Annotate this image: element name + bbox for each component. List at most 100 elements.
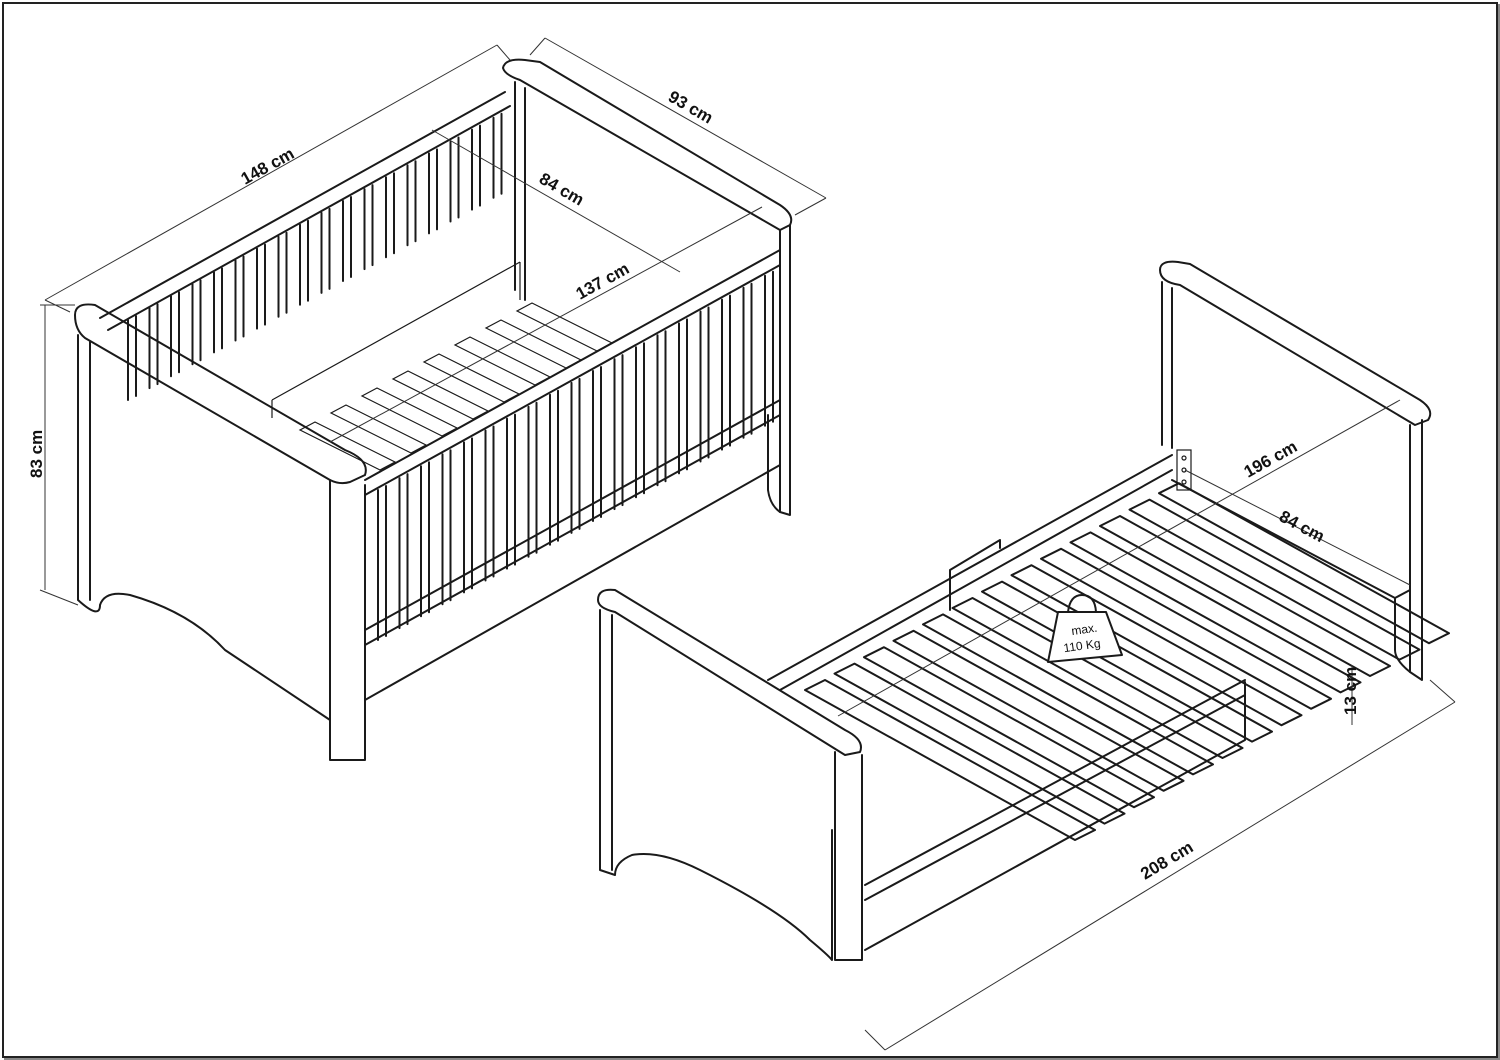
bed-drawer-height-label: 13 cm (1341, 667, 1360, 715)
bed-head-top (1159, 260, 1432, 426)
crib-right-leg (767, 414, 781, 513)
dim-line-crib-depth (529, 37, 827, 216)
bed-side-rail (864, 679, 1246, 951)
bed-length-label: 208 cm (1137, 837, 1196, 883)
crib-mattress-base-slats (298, 302, 614, 471)
dimension-lines (39, 37, 1456, 1051)
bed-slat (863, 646, 1155, 809)
crib-front-slat (549, 389, 559, 546)
crib-back-slat (191, 279, 202, 366)
crib-base-slat (453, 336, 552, 386)
bed-drawing: max. 110 Kg (597, 260, 1450, 961)
bed-slat (1010, 564, 1303, 727)
bed-slats (804, 482, 1450, 841)
crib-back-slat (234, 255, 245, 342)
dim-line-crib-inner-width (431, 129, 681, 273)
bed-slat (1158, 482, 1450, 645)
dim-line-crib-inner-length (329, 206, 763, 443)
bed-slat (1040, 547, 1332, 710)
crib-inner-length-label: 137 cm (573, 259, 633, 304)
bed-back-rail (767, 454, 1411, 691)
crib-drawing (74, 58, 793, 761)
crib-front-slat (441, 449, 452, 606)
crib-back-slat (277, 231, 288, 318)
crib-back-slat (127, 315, 137, 401)
crib-front-slat (635, 342, 645, 499)
crib-back-slats (127, 112, 503, 401)
crib-length-label: 148 cm (238, 144, 298, 189)
crib-base-slat (515, 302, 614, 352)
crib-front-slat (377, 485, 387, 641)
bed-drawer-front (949, 539, 1001, 611)
crib-back-slat (256, 243, 266, 330)
crib-back-slat (428, 148, 438, 235)
crib-front-slat (764, 270, 774, 427)
crib-back-slat (363, 184, 374, 271)
crib-front-slat (506, 413, 516, 570)
dim-line-crib-height (39, 304, 79, 606)
crib-base-frame (271, 261, 521, 418)
bed-slat (922, 613, 1214, 776)
crib-base-slat (391, 370, 490, 420)
crib-left-end-panel (77, 334, 366, 761)
crib-front-slats (377, 270, 774, 641)
dim-line-crib-length (44, 44, 511, 313)
dimension-labels: 148 cm 93 cm 84 cm 137 cm 83 cm 196 cm 8… (27, 87, 1360, 883)
crib-back-slat (148, 303, 159, 390)
crib-height-label: 83 cm (27, 430, 46, 478)
crib-inner-width-label: 84 cm (536, 169, 587, 210)
crib-front-slat (463, 437, 473, 594)
crib-back-top-rail (99, 91, 511, 331)
dim-line-bed-length (864, 679, 1456, 1051)
crib-back-slat (492, 112, 503, 199)
crib-back-slat (385, 172, 395, 259)
max-load-line1: max. (1070, 621, 1098, 638)
crib-back-slat (299, 219, 309, 306)
crib-front-slat (656, 330, 667, 487)
crib-back-slat (342, 196, 352, 282)
crib-front-slat (527, 401, 538, 558)
bed-head-fitting (1176, 449, 1192, 491)
bed-slat (951, 597, 1244, 759)
crib-right-end-top (502, 58, 793, 231)
crib-back-slat (471, 124, 481, 211)
bed-foot-top (597, 588, 862, 756)
crib-front-slat (420, 461, 430, 618)
crib-front-slat (678, 318, 688, 475)
bed-slat (1069, 531, 1362, 694)
bed-inner-length-label: 196 cm (1241, 437, 1301, 482)
crib-front-slat (699, 306, 710, 463)
crib-front-slat (742, 282, 753, 439)
bed-slat (981, 580, 1273, 743)
crib-front-slat (398, 473, 409, 630)
bed-slat (1128, 498, 1421, 661)
bed-slat (804, 679, 1096, 841)
crib-front-slat (484, 425, 495, 582)
bed-slat (892, 629, 1185, 792)
crib-base-slat (360, 387, 459, 437)
crib-back-slat (213, 267, 223, 354)
crib-front-slat (592, 366, 602, 522)
crib-front-slat (721, 294, 731, 451)
crib-back-slat (449, 136, 460, 223)
crib-back-slat (406, 160, 417, 247)
dim-line-bed-inner-width (1184, 469, 1411, 586)
crib-left-end-top (74, 303, 367, 485)
crib-base-slat (329, 404, 428, 454)
crib-base-slat (422, 353, 521, 403)
crib-front-slat (570, 377, 581, 534)
crib-base-slat (298, 421, 397, 471)
dim-line-bed-inner-length (837, 399, 1401, 717)
crib-base-slat (484, 319, 583, 369)
bed-head-posts (1161, 281, 1423, 681)
crib-front-slat (613, 354, 624, 511)
crib-back-slat (170, 291, 180, 378)
bed-slat (833, 662, 1126, 825)
max-load-line2: 110 Kg (1063, 636, 1102, 655)
crib-back-slat (320, 207, 331, 294)
max-load-weight-icon: max. 110 Kg (1047, 594, 1123, 663)
crib-right-post (514, 81, 791, 516)
